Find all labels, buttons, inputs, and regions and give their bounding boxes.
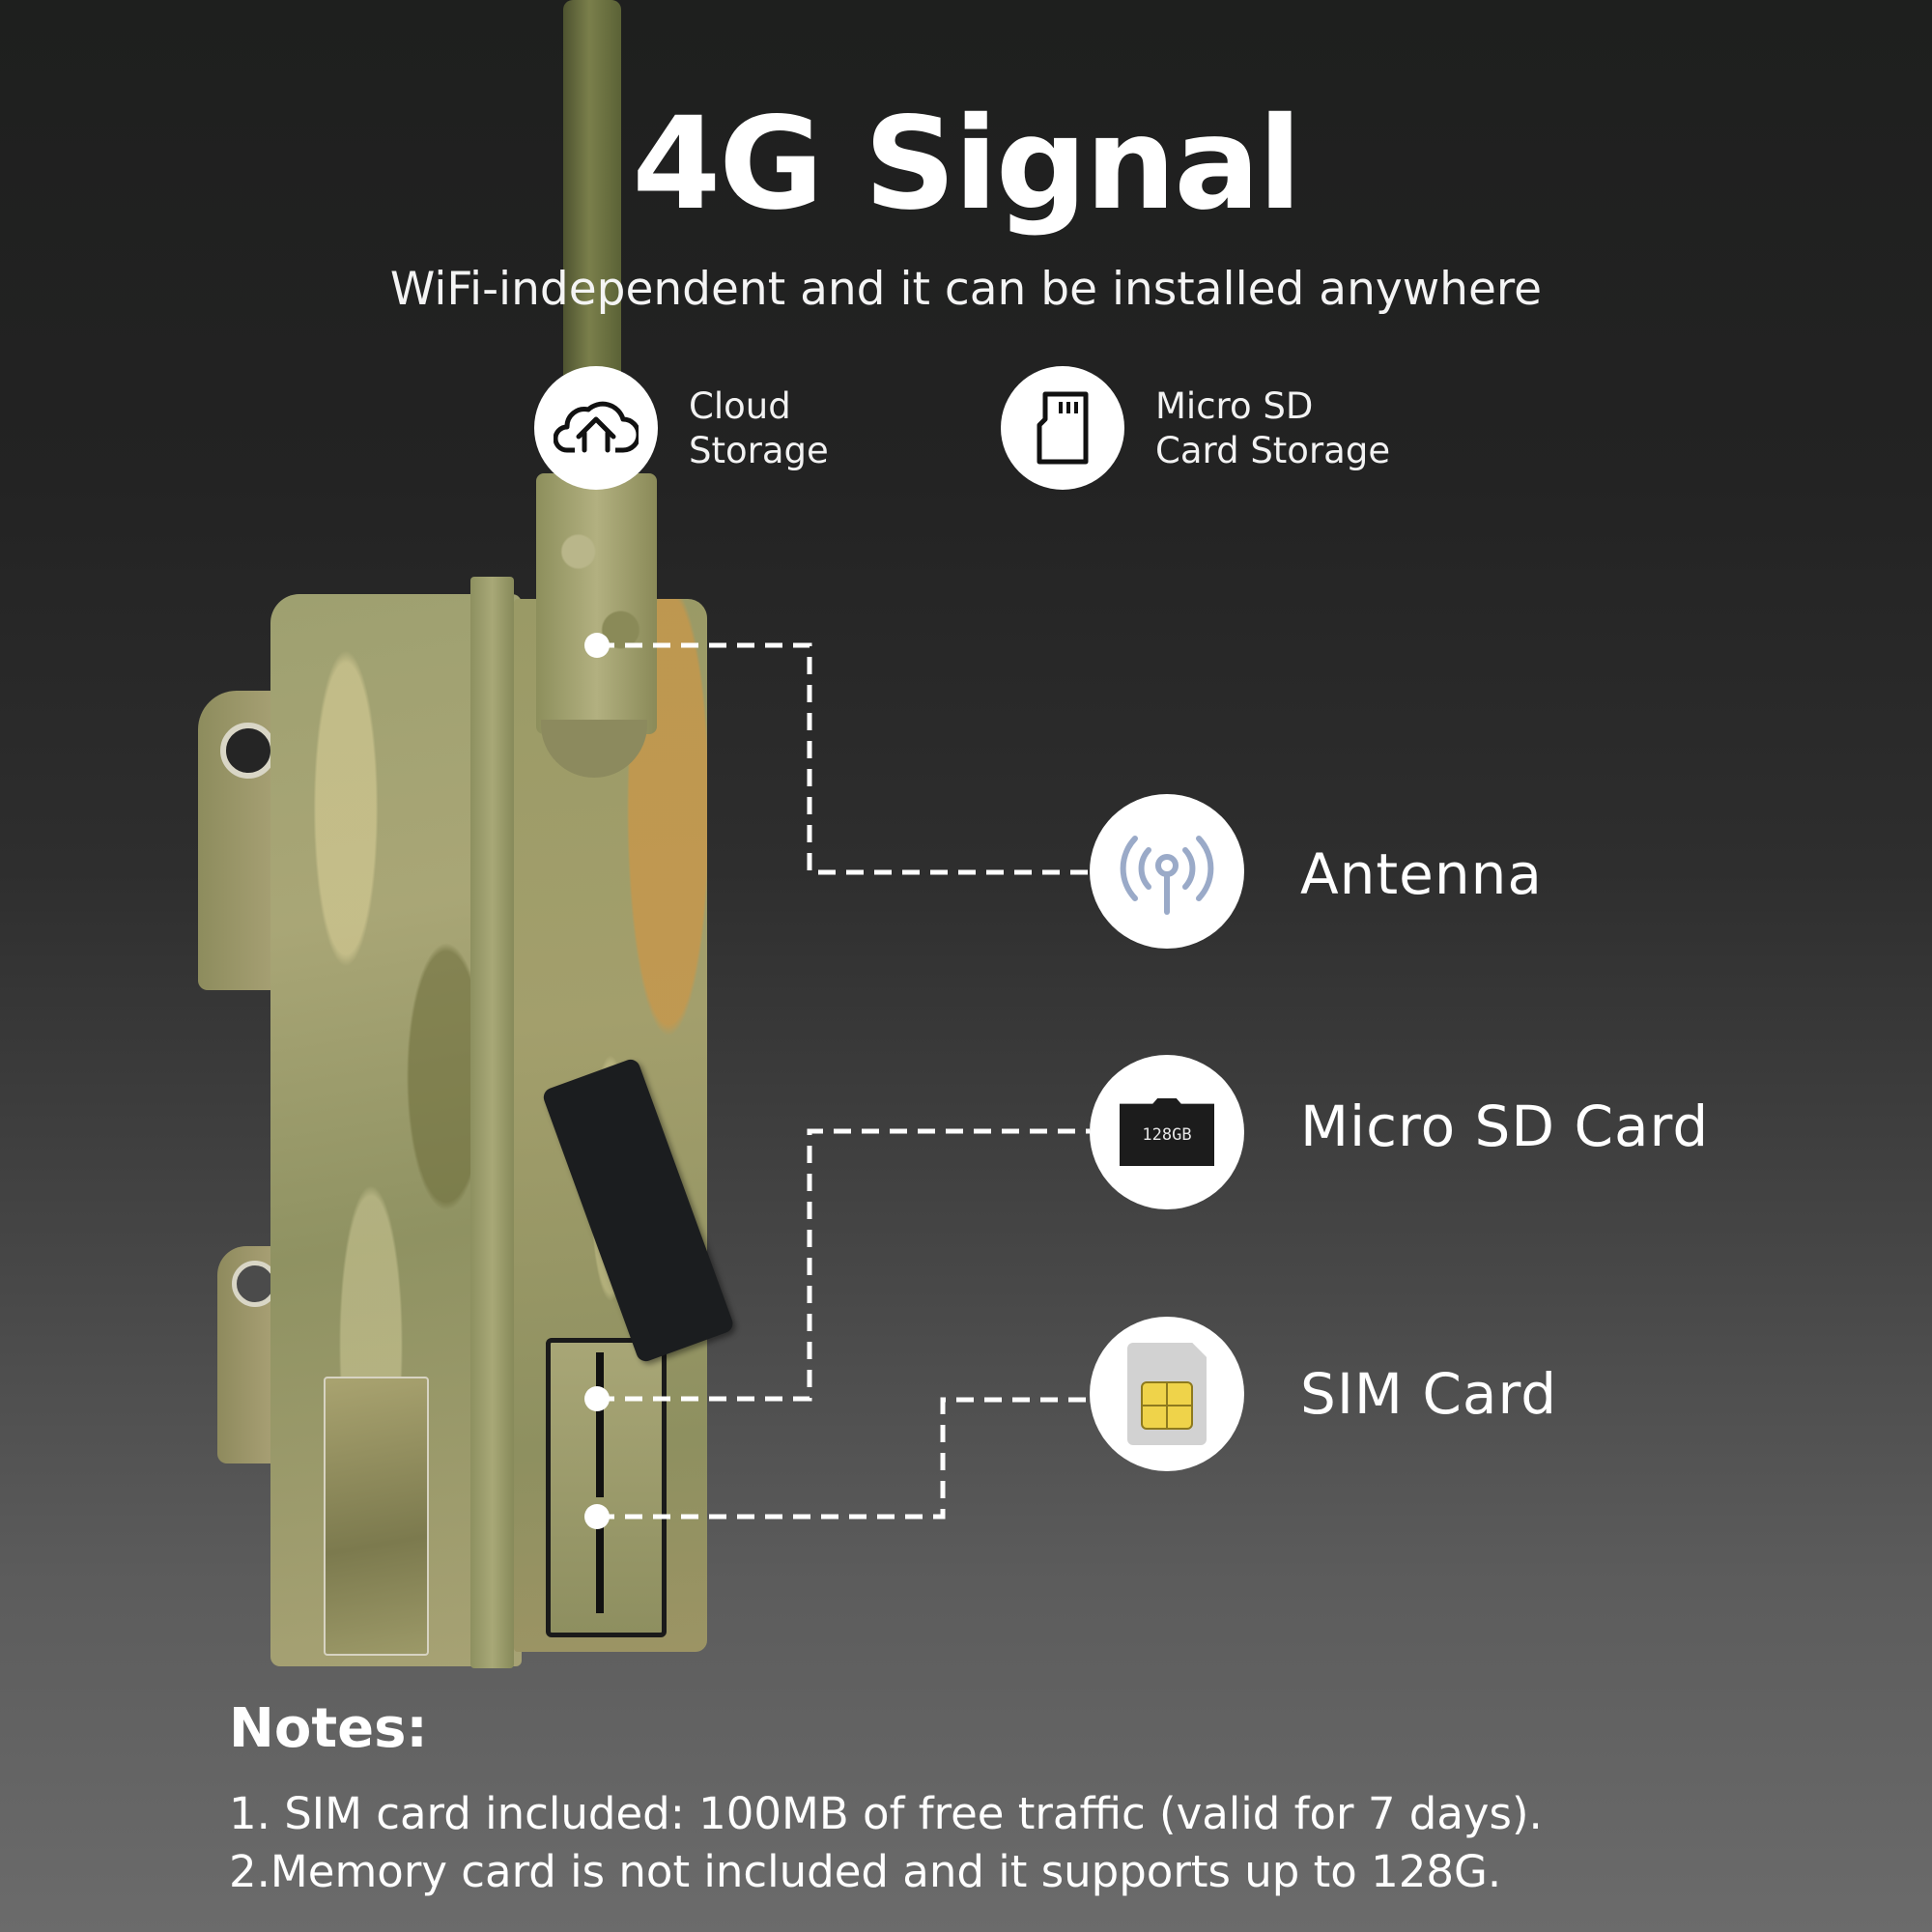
camera-strap xyxy=(470,577,514,1668)
micro-sd-storage-label: Micro SD Card Storage xyxy=(1155,385,1391,471)
page-title: 4G Signal xyxy=(632,90,1301,239)
antenna-signal-icon xyxy=(1120,836,1214,915)
camera-latch xyxy=(324,1377,429,1656)
notes-heading: Notes: xyxy=(229,1697,428,1760)
sd-card-capacity: 128GB xyxy=(1142,1125,1192,1145)
sim-card-icon xyxy=(1127,1343,1207,1445)
sim-card-callout-badge xyxy=(1090,1317,1244,1471)
micro-sd-card-label: Micro SD Card xyxy=(1300,1094,1710,1159)
sim-slot-marker-dot xyxy=(584,1504,610,1529)
page-subtitle: WiFi-independent and it can be installed… xyxy=(389,263,1543,316)
note-item-1: 1. SIM card included: 100MB of free traf… xyxy=(229,1788,1543,1839)
cloud-upload-icon xyxy=(554,401,639,453)
cloud-storage-label: Cloud Storage xyxy=(689,385,829,471)
sim-chip-icon xyxy=(1141,1381,1193,1430)
micro-sd-icon xyxy=(1037,391,1089,465)
antenna-marker-dot xyxy=(584,633,610,658)
sd-card-callout-badge: 128GB xyxy=(1090,1055,1244,1209)
antenna-callout-badge xyxy=(1090,794,1244,949)
mount-hole-top xyxy=(220,723,276,779)
cloud-storage-badge xyxy=(534,366,658,490)
sim-card-slot xyxy=(596,1507,604,1613)
sd-slot-marker-dot xyxy=(584,1386,610,1411)
sim-card-label: SIM Card xyxy=(1300,1361,1558,1427)
antenna-label: Antenna xyxy=(1300,841,1543,907)
antenna-base xyxy=(536,473,657,734)
micro-sd-card-icon: 128GB xyxy=(1120,1098,1214,1166)
micro-sd-storage-badge xyxy=(1001,366,1124,490)
card-slot-panel xyxy=(546,1338,667,1637)
note-item-2: 2.Memory card is not included and it sup… xyxy=(229,1846,1502,1897)
sd-card-slot xyxy=(596,1352,604,1497)
